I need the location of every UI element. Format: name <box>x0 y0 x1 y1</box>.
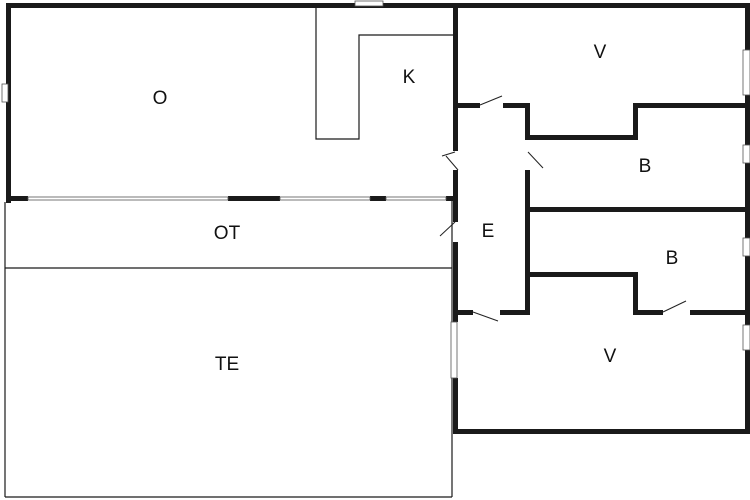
kitchen-counter <box>315 5 455 140</box>
room-label-hall: E <box>482 221 495 242</box>
door-terrace <box>439 221 456 237</box>
doors <box>439 95 687 322</box>
door-living <box>441 151 456 157</box>
window-living-terrace-3 <box>385 196 447 201</box>
door-bedroom-bottom <box>472 311 499 322</box>
door-bath-bottom <box>662 300 687 313</box>
window-living <box>1 83 9 103</box>
window-bedroom-bottom-west <box>450 321 458 379</box>
room-label-covered-terrace: OT <box>214 223 241 244</box>
windows <box>1 0 750 379</box>
walls <box>6 3 750 434</box>
window-kitchen <box>354 0 384 7</box>
window-bath-top <box>742 144 750 164</box>
room-label-bedroom-top: V <box>594 42 607 63</box>
window-bedroom-bottom <box>742 324 750 351</box>
window-living-terrace-1 <box>27 196 229 201</box>
window-bedroom-top <box>742 49 750 96</box>
door-bedroom-top <box>479 95 503 106</box>
door-living-arc <box>445 155 459 171</box>
door-bath-top <box>527 151 544 169</box>
room-label-bath-top: B <box>639 156 652 177</box>
room-label-bath-bottom: B <box>666 248 679 269</box>
room-label-kitchen: K <box>403 67 416 88</box>
room-label-living: O <box>153 88 168 109</box>
window-living-terrace-2 <box>279 196 371 201</box>
window-bath-bottom <box>742 237 750 257</box>
room-label-bedroom-bottom: V <box>604 346 617 367</box>
room-label-terrace: TE <box>215 354 239 375</box>
